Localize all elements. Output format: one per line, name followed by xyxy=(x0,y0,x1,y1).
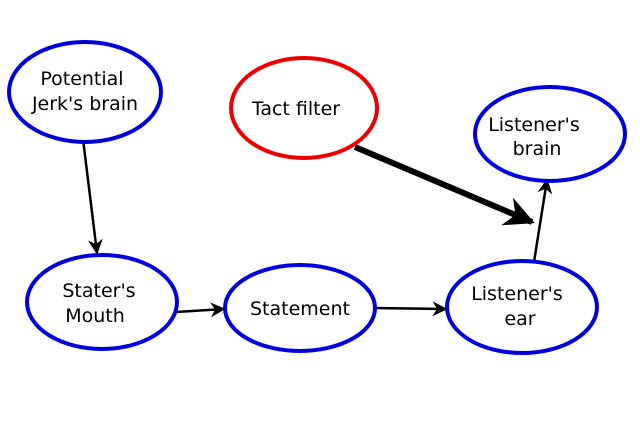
node-potential-jerk-brain-line-1: Potential xyxy=(40,68,123,90)
edge-ear-to-listener-brain xyxy=(532,178,553,263)
node-statement: Statement xyxy=(223,263,377,353)
svg-text:Potential Jerk's brain: Potential Jerk's brain xyxy=(31,68,138,115)
svg-text:Listener's brain: Listener's brain xyxy=(488,114,586,160)
node-tact-filter-ellipse xyxy=(229,56,379,160)
edge-statement-to-ear xyxy=(375,301,448,317)
svg-text:Listener's ear: Listener's ear xyxy=(471,283,569,330)
node-potential-jerk-brain-ellipse xyxy=(7,40,163,144)
node-potential-jerk-brain: Potential Jerk's brain xyxy=(7,40,163,144)
node-statement-line-1: Statement xyxy=(250,298,350,320)
node-tact-filter: Tact filter xyxy=(229,56,379,160)
svg-text:Statement: Statement xyxy=(250,298,350,320)
node-tact-filter-line-1: Tact filter xyxy=(251,98,340,120)
node-stater-mouth-line-1: Stater's xyxy=(62,280,135,302)
node-statement-ellipse xyxy=(223,263,377,353)
node-stater-mouth-line-2: Mouth xyxy=(65,305,125,327)
node-listener-ear: Listener's ear xyxy=(445,259,599,355)
edge-mouth-to-statement xyxy=(175,302,226,318)
node-listener-ear-line-1: Listener's xyxy=(471,283,563,305)
node-listener-brain-line-1: Listener's xyxy=(488,114,580,136)
edge-tact-filter-to-ear xyxy=(353,144,535,226)
node-listener-brain-ellipse xyxy=(473,85,627,183)
node-stater-mouth-ellipse xyxy=(25,253,179,351)
svg-text:Tact filter: Tact filter xyxy=(251,98,340,120)
nodes: Potential Jerk's brain Tact filter Liste… xyxy=(7,40,627,355)
edges xyxy=(81,138,553,318)
node-listener-ear-ellipse xyxy=(445,259,599,355)
node-listener-brain-line-2: brain xyxy=(513,138,562,160)
svg-text:Stater's Mouth: Stater's Mouth xyxy=(62,280,141,327)
edge-brain-to-mouth xyxy=(81,138,103,255)
node-potential-jerk-brain-line-2: Jerk's brain xyxy=(31,93,138,115)
node-stater-mouth: Stater's Mouth xyxy=(25,253,179,351)
node-listener-ear-line-2: ear xyxy=(504,308,535,330)
node-listener-brain: Listener's brain xyxy=(473,85,627,183)
